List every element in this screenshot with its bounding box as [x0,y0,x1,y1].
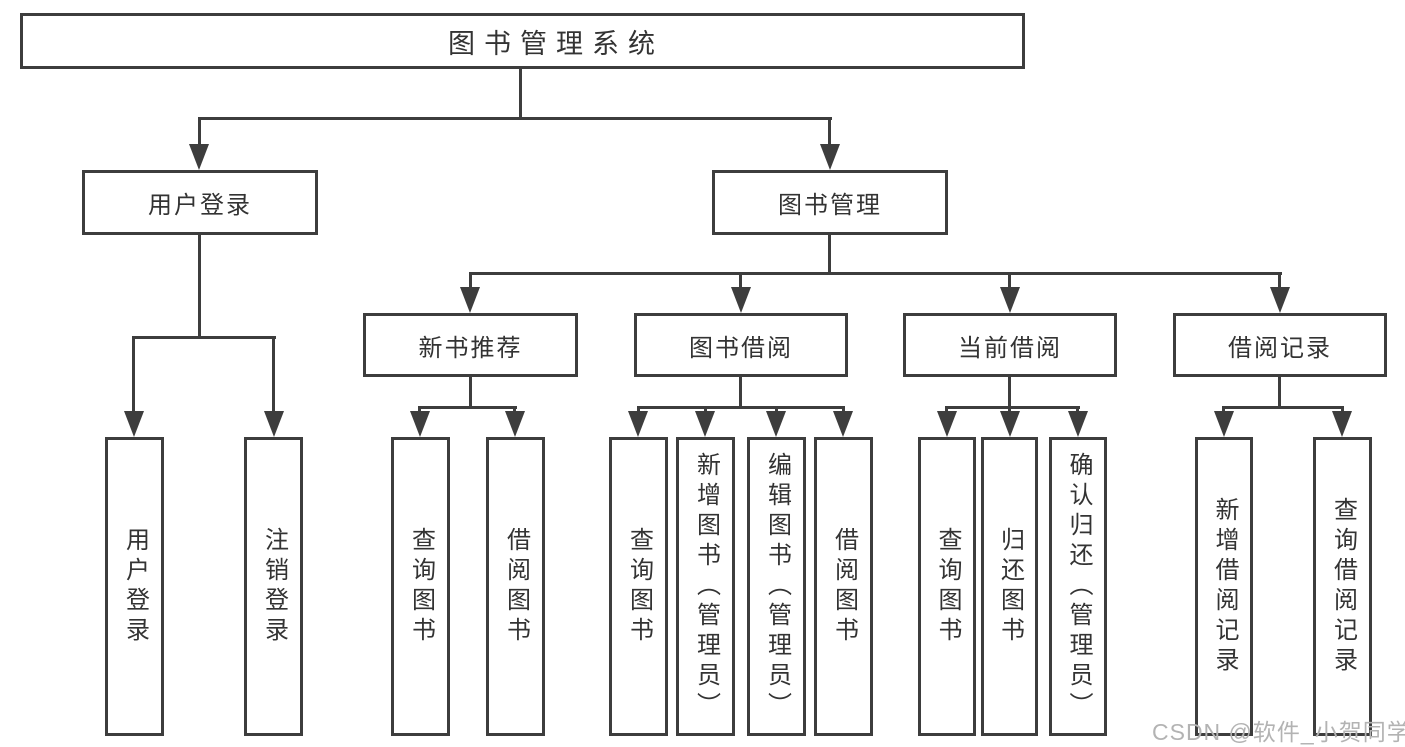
connector-shaft [198,117,201,147]
arrow-down-icon [1000,411,1020,437]
node-book-management: 图书管理 [712,170,948,235]
leaf-return-books: 归还图书 [981,437,1038,736]
connector-newbooks-stem [469,377,472,409]
connector-currentborrow-rail [946,406,1080,409]
connector-currentborrow-stem [1008,377,1011,409]
connector-shaft [637,406,640,415]
arrow-down-icon [264,411,284,437]
leaf-add-borrow-record-label: 新增借阅记录 [1211,496,1238,677]
leaf-query-books-current-label: 查询图书 [934,526,961,647]
node-book-borrowing: 图书借阅 [634,313,848,377]
arrow-down-icon [695,411,715,437]
node-book-management-label: 图书管理 [778,192,882,219]
leaf-logout-label: 注销登录 [260,526,288,647]
leaf-add-books-admin-label: 新增图书（管理员） [692,451,720,722]
node-book-borrowing-label: 图书借阅 [689,334,793,362]
connector-level2-rail [198,117,832,120]
leaf-borrow-books-borrowing-label: 借阅图书 [830,526,858,647]
arrow-down-icon [1270,287,1290,313]
node-root: 图书管理系统 [20,13,1025,69]
connector-shaft [513,406,516,415]
leaf-borrow-books-newbooks-label: 借阅图书 [502,526,530,647]
leaf-borrow-books-newbooks: 借阅图书 [486,437,545,736]
connector-bookmgmt-stem [828,234,831,275]
connector-userlogin-rail [133,336,276,339]
connector-records-rail [1223,406,1344,409]
connector-level3-rail [469,272,1282,275]
arrow-down-icon [833,411,853,437]
connector-shaft [1222,406,1225,415]
node-current-borrowing-label: 当前借阅 [958,334,1062,362]
leaf-user-login-label: 用户登录 [121,526,149,647]
connector-shaft [828,117,831,147]
leaf-confirm-return-admin-label: 确认归还（管理员） [1065,451,1092,722]
leaf-user-login: 用户登录 [105,437,164,736]
connector-shaft [1008,272,1011,290]
node-user-login: 用户登录 [82,170,318,235]
arrow-down-icon [189,144,209,170]
arrow-down-icon [937,411,957,437]
connector-shaft [1076,406,1079,415]
leaf-return-books-label: 归还图书 [996,526,1024,647]
connector-bookborrow-rail [637,406,845,409]
connector-records-stem [1278,377,1281,409]
connector-shaft [1278,272,1281,290]
arrow-down-icon [628,411,648,437]
leaf-logout: 注销登录 [244,437,303,736]
connector-shaft [945,406,948,415]
node-new-book-recommend-label: 新书推荐 [418,334,523,362]
connector-shaft [775,406,778,415]
leaf-query-books-current: 查询图书 [918,437,976,736]
connector-shaft [1341,406,1344,415]
arrow-down-icon [124,411,144,437]
leaf-borrow-books-borrowing: 借阅图书 [814,437,873,736]
connector-shaft [272,336,275,414]
leaf-edit-books-admin-label: 编辑图书（管理员） [763,451,791,722]
leaf-query-borrow-record: 查询借阅记录 [1313,437,1372,736]
arrow-down-icon [1214,411,1234,437]
connector-shaft [1008,406,1011,415]
node-new-book-recommend: 新书推荐 [363,313,578,377]
connector-shaft [739,272,742,290]
node-borrow-records-label: 借阅记录 [1228,334,1332,362]
node-borrow-records: 借阅记录 [1173,313,1387,377]
arrow-down-icon [731,287,751,313]
arrow-down-icon [460,287,480,313]
leaf-query-books-newbooks: 查询图书 [391,437,450,736]
leaf-query-books-borrowing-label: 查询图书 [625,526,653,647]
leaf-confirm-return-admin: 确认归还（管理员） [1049,437,1107,736]
leaf-add-books-admin: 新增图书（管理员） [676,437,735,736]
arrow-down-icon [820,144,840,170]
arrow-down-icon [410,411,430,437]
connector-shaft [418,406,421,415]
leaf-query-books-borrowing: 查询图书 [609,437,668,736]
leaf-edit-books-admin: 编辑图书（管理员） [747,437,806,736]
connector-userlogin-stem [198,234,201,339]
leaf-query-borrow-record-label: 查询借阅记录 [1329,496,1357,677]
connector-newbooks-rail [419,406,517,409]
connector-root-stem [519,68,522,120]
leaf-query-books-newbooks-label: 查询图书 [407,526,435,647]
arrow-down-icon [1332,411,1352,437]
leaf-add-borrow-record: 新增借阅记录 [1195,437,1253,736]
connector-shaft [132,336,135,414]
node-current-borrowing: 当前借阅 [903,313,1117,377]
connector-shaft [704,406,707,415]
connector-shaft [842,406,845,415]
node-root-label: 图书管理系统 [448,28,664,59]
node-user-login-label: 用户登录 [148,192,252,219]
arrow-down-icon [1068,411,1088,437]
arrow-down-icon [766,411,786,437]
arrow-down-icon [1000,287,1020,313]
csdn-watermark: CSDN @软件_小贺同学 [1152,719,1405,745]
arrow-down-icon [505,411,525,437]
connector-shaft [469,272,472,290]
connector-bookborrow-stem [739,377,742,409]
